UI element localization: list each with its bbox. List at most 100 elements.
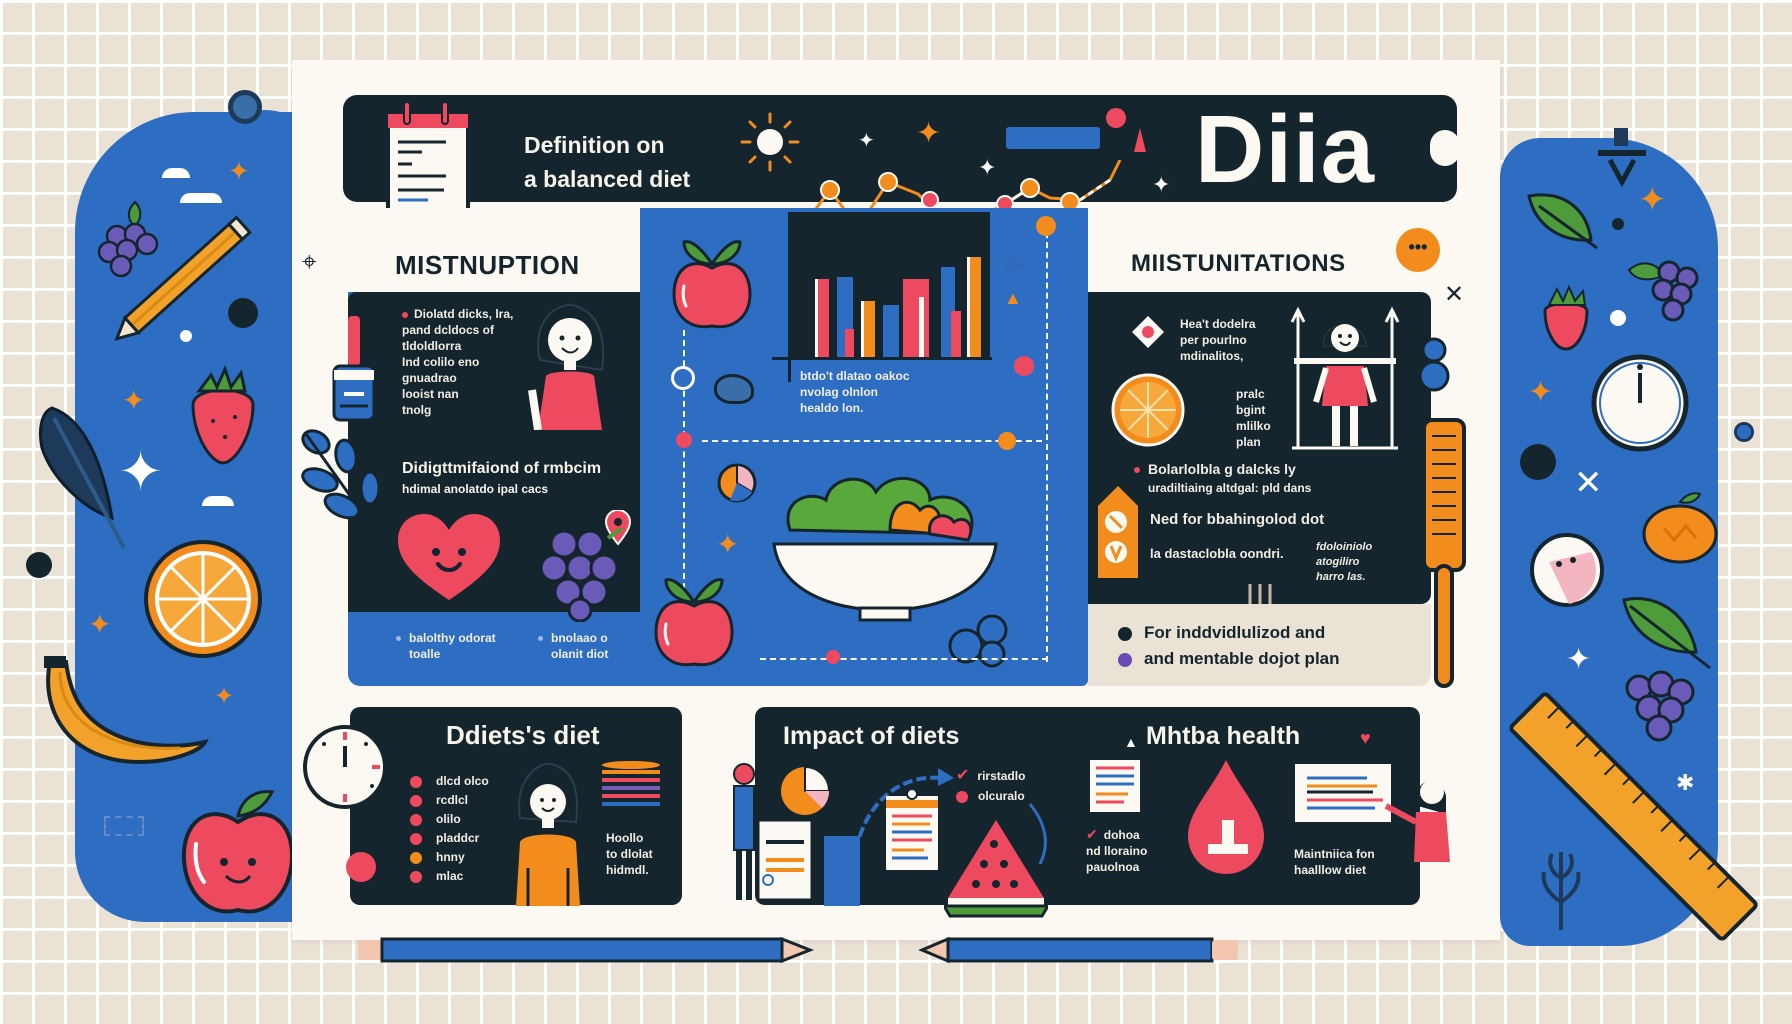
list-item-text: dlcd olco <box>436 774 489 788</box>
footer-item-2: and mentable dojot plan <box>1118 646 1340 672</box>
strawberry-icon <box>1541 285 1591 353</box>
bullet-line: tnolg <box>402 403 432 417</box>
person-clipboard-illustration <box>722 760 822 910</box>
timeline-node[interactable] <box>1036 216 1056 236</box>
apple-icon <box>670 236 754 332</box>
chart-bar <box>815 279 829 357</box>
triangle-icon: ▲ <box>1124 734 1138 750</box>
star-icon: ✦ <box>1638 181 1667 219</box>
list-badge <box>410 775 422 788</box>
right-bullet-heading: Bolarlolbla g dalcks ly uradiltiaing alt… <box>1134 460 1434 498</box>
bullet-line: tldoldlorra <box>402 339 462 353</box>
grapes-icon <box>95 200 165 280</box>
bullet-dot <box>1134 467 1140 474</box>
header-notch <box>1430 130 1460 166</box>
right-side-text: pralc bgint mlilko plan <box>1236 386 1271 450</box>
measured-person-illustration <box>1290 306 1400 456</box>
sparkle-icon: ✦ <box>1152 172 1171 197</box>
salad-bowl-icon <box>770 460 1000 630</box>
chart-bar <box>951 311 961 357</box>
clock-icon <box>1590 353 1690 453</box>
snowflake-icon: ✱ <box>1676 770 1695 795</box>
heart-smile-icon <box>396 512 502 602</box>
orange-slice-icon <box>1110 372 1186 448</box>
sparkle-icon: ✦ <box>858 130 875 152</box>
chart-bar <box>919 297 924 357</box>
check-item: olcuralo <box>956 786 1025 806</box>
header-subtitle: Definition on a balanced diet <box>524 128 690 196</box>
left-title-area <box>348 208 640 292</box>
right-need-text: Ned for bbahingolod dot <box>1150 511 1325 528</box>
dot-icon <box>180 330 192 342</box>
pencil-right-icon <box>918 937 1248 963</box>
chart-bar <box>967 257 981 357</box>
right-top-text: Hea't dodelra per pourlno mdinalitos, <box>1180 316 1256 364</box>
text-line: fdoloiniolo <box>1316 541 1373 553</box>
header-subtitle-line1: Definition on <box>524 132 665 158</box>
orange-fruit-icon <box>1640 488 1720 564</box>
bullet-line: pand dcldocs of <box>402 323 495 337</box>
banana-icon <box>30 652 210 782</box>
pie-chart-icon <box>716 462 758 504</box>
list-item: rcdlcl <box>410 791 489 810</box>
left-subheading-line2: hdimal anolatdo ipal cacs <box>402 482 549 496</box>
text-line: dohoa <box>1103 828 1140 842</box>
timeline-line <box>683 330 685 660</box>
text-line: Hea't dodelra <box>1180 317 1256 331</box>
leaf-icon <box>1620 592 1716 672</box>
text-line: plan <box>1236 435 1261 449</box>
bottom-dashed-line <box>760 658 1048 660</box>
list-item: hnny <box>410 848 489 867</box>
left-footer-item-2: bnolaao o olanit diot <box>538 630 678 662</box>
right-footer-box <box>1088 604 1431 686</box>
text-line: nd lloraino <box>1086 844 1148 858</box>
pencil-left-icon <box>356 937 816 963</box>
brand-title: Diia <box>1195 96 1376 203</box>
number-badge <box>1118 626 1132 641</box>
text-line: pralc <box>1236 387 1265 401</box>
bell-icon: ▲ <box>1004 288 1022 308</box>
left-bullet-block: Diolatd dicks, lra, pand dcldocs of tldo… <box>402 306 532 418</box>
close-icon[interactable]: ✕ <box>1444 281 1465 308</box>
text-line: per pourlno <box>1180 333 1247 347</box>
bullet-line: Diolatd dicks, lra, <box>414 307 514 321</box>
text-line: pauolnoa <box>1086 860 1140 874</box>
blood-drop-icon <box>1184 758 1268 876</box>
sun-icon <box>740 112 800 172</box>
bottom-panel-2-checks: ✔rirstadlo olcuralo <box>956 766 1025 806</box>
close-icon: ✕ <box>1574 464 1603 502</box>
text-line: bgint <box>1236 403 1266 417</box>
text-line: Hoollo <box>606 831 644 845</box>
right-side-note: fdoloiniolo atogiliro harro las. <box>1316 540 1372 585</box>
dot-icon <box>1610 310 1626 326</box>
list-badge <box>410 832 422 845</box>
presenter-illustration <box>1380 766 1460 906</box>
timeline-node[interactable] <box>998 432 1016 450</box>
bar-chart-axis-x <box>772 357 992 360</box>
header-bar <box>343 95 1457 202</box>
timeline-node[interactable] <box>671 366 695 390</box>
leaf-icon <box>32 398 132 558</box>
dot-icon <box>1612 218 1624 230</box>
footer-item-text: For inddvidlulizod and <box>1144 623 1326 642</box>
timeline-node[interactable] <box>826 650 840 664</box>
pie-chart-icon <box>778 764 832 818</box>
check-item-text: olcuralo <box>978 789 1025 803</box>
timeline-node[interactable] <box>676 432 692 448</box>
text-line: atogiliro <box>1316 556 1360 568</box>
presentation-board-icon <box>1293 762 1393 824</box>
number-badge <box>1118 652 1132 667</box>
text-line: haalllow diet <box>1294 863 1367 877</box>
timeline-h-line <box>702 440 1042 442</box>
timeline-node[interactable] <box>1014 356 1034 376</box>
sparkle-icon: ✦ <box>978 155 997 180</box>
bottom-panel-3-title: Mhtba health <box>1146 722 1301 750</box>
left-subheading: Didigttmifaiond of rmbcim hdimal anolatd… <box>402 458 642 498</box>
red-dot-icon <box>956 790 968 803</box>
text-line: hidmdl. <box>606 863 649 877</box>
footer-line: toalle <box>409 647 441 661</box>
star-icon: ✦ <box>1528 376 1554 409</box>
list-item: dlcd olco <box>410 772 489 791</box>
bottom-panel-2-title: Impact of diets <box>783 722 960 750</box>
header-search-box[interactable] <box>1006 127 1100 149</box>
